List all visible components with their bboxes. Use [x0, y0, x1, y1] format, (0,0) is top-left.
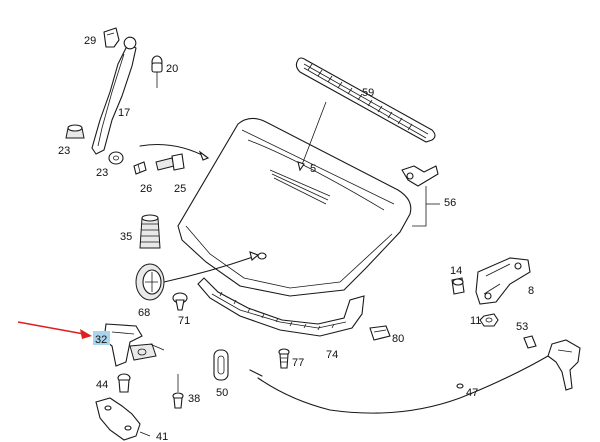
part-68-emblem[interactable] [135, 263, 165, 301]
part-59-air-grille[interactable] [295, 57, 436, 143]
callout-80[interactable]: 80 [392, 333, 404, 345]
callout-35[interactable]: 35 [120, 231, 132, 243]
part-32-hood-lock[interactable] [103, 323, 157, 367]
callout-50[interactable]: 50 [216, 387, 228, 399]
callout-32-highlight [93, 331, 110, 345]
callout-8[interactable]: 8 [528, 285, 534, 297]
callout-56[interactable]: 56 [444, 197, 456, 209]
callout-59[interactable]: 59 [362, 87, 374, 99]
part-23-washer[interactable] [108, 151, 124, 165]
leader-59 [299, 101, 327, 171]
callout-29[interactable]: 29 [84, 35, 96, 47]
callout-77[interactable]: 77 [292, 357, 304, 369]
assembly-arrowhead-upper [198, 150, 210, 161]
hood-socket-hole [257, 252, 267, 260]
callout-23-upper[interactable]: 23 [58, 145, 70, 157]
part-71-rivet[interactable] [172, 292, 188, 311]
part-25-screw[interactable] [155, 153, 185, 171]
callout-53[interactable]: 53 [516, 321, 528, 333]
part-17-prop-rod[interactable] [91, 36, 137, 155]
leader-32 [149, 343, 165, 351]
part-29-clip[interactable] [103, 27, 120, 48]
part-38-screw[interactable] [172, 374, 184, 409]
callout-23-lower[interactable]: 23 [96, 167, 108, 179]
leader-59-arrow [297, 161, 305, 172]
assembly-arrowhead-lower [249, 251, 260, 261]
part-56-clip[interactable] [401, 165, 440, 227]
callout-17[interactable]: 17 [118, 107, 130, 119]
callout-68[interactable]: 68 [138, 307, 150, 319]
callout-11[interactable]: 11 [470, 315, 481, 327]
callout-26[interactable]: 26 [140, 183, 152, 195]
callout-14[interactable]: 14 [450, 265, 462, 277]
callout-20[interactable]: 20 [166, 63, 178, 75]
part-23-buffer-upper[interactable] [65, 124, 85, 139]
part-5-hood[interactable] [177, 117, 412, 297]
callout-44[interactable]: 44 [96, 379, 108, 391]
part-53-release-lever[interactable] [523, 335, 581, 391]
part-50-guide[interactable] [213, 349, 229, 381]
callout-25[interactable]: 25 [174, 183, 186, 195]
pointer-arrow [17, 321, 92, 339]
part-35-spring[interactable] [139, 214, 161, 249]
part-26-bolt[interactable] [133, 161, 147, 175]
callout-41[interactable]: 41 [156, 431, 168, 442]
callout-38[interactable]: 38 [188, 393, 200, 405]
part-11-nut[interactable] [479, 313, 499, 327]
callout-47[interactable]: 47 [466, 387, 478, 399]
assembly-arrow-lower [163, 255, 257, 283]
part-41-catch-bracket[interactable] [95, 397, 151, 441]
part-8-hinge[interactable] [475, 257, 531, 305]
callout-32[interactable]: 32 [95, 334, 107, 346]
callout-5[interactable]: 5 [310, 163, 316, 175]
part-74-hood-seal[interactable] [197, 277, 365, 337]
callout-74[interactable]: 74 [326, 349, 338, 361]
part-80-clip[interactable] [369, 325, 391, 341]
part-44-bolt[interactable] [117, 373, 131, 393]
callout-71[interactable]: 71 [178, 315, 190, 327]
part-14-bolt[interactable] [451, 277, 465, 295]
part-20-grommet[interactable] [151, 55, 163, 88]
part-77-rivet[interactable] [278, 348, 290, 369]
part-47-release-cable[interactable] [249, 355, 549, 414]
